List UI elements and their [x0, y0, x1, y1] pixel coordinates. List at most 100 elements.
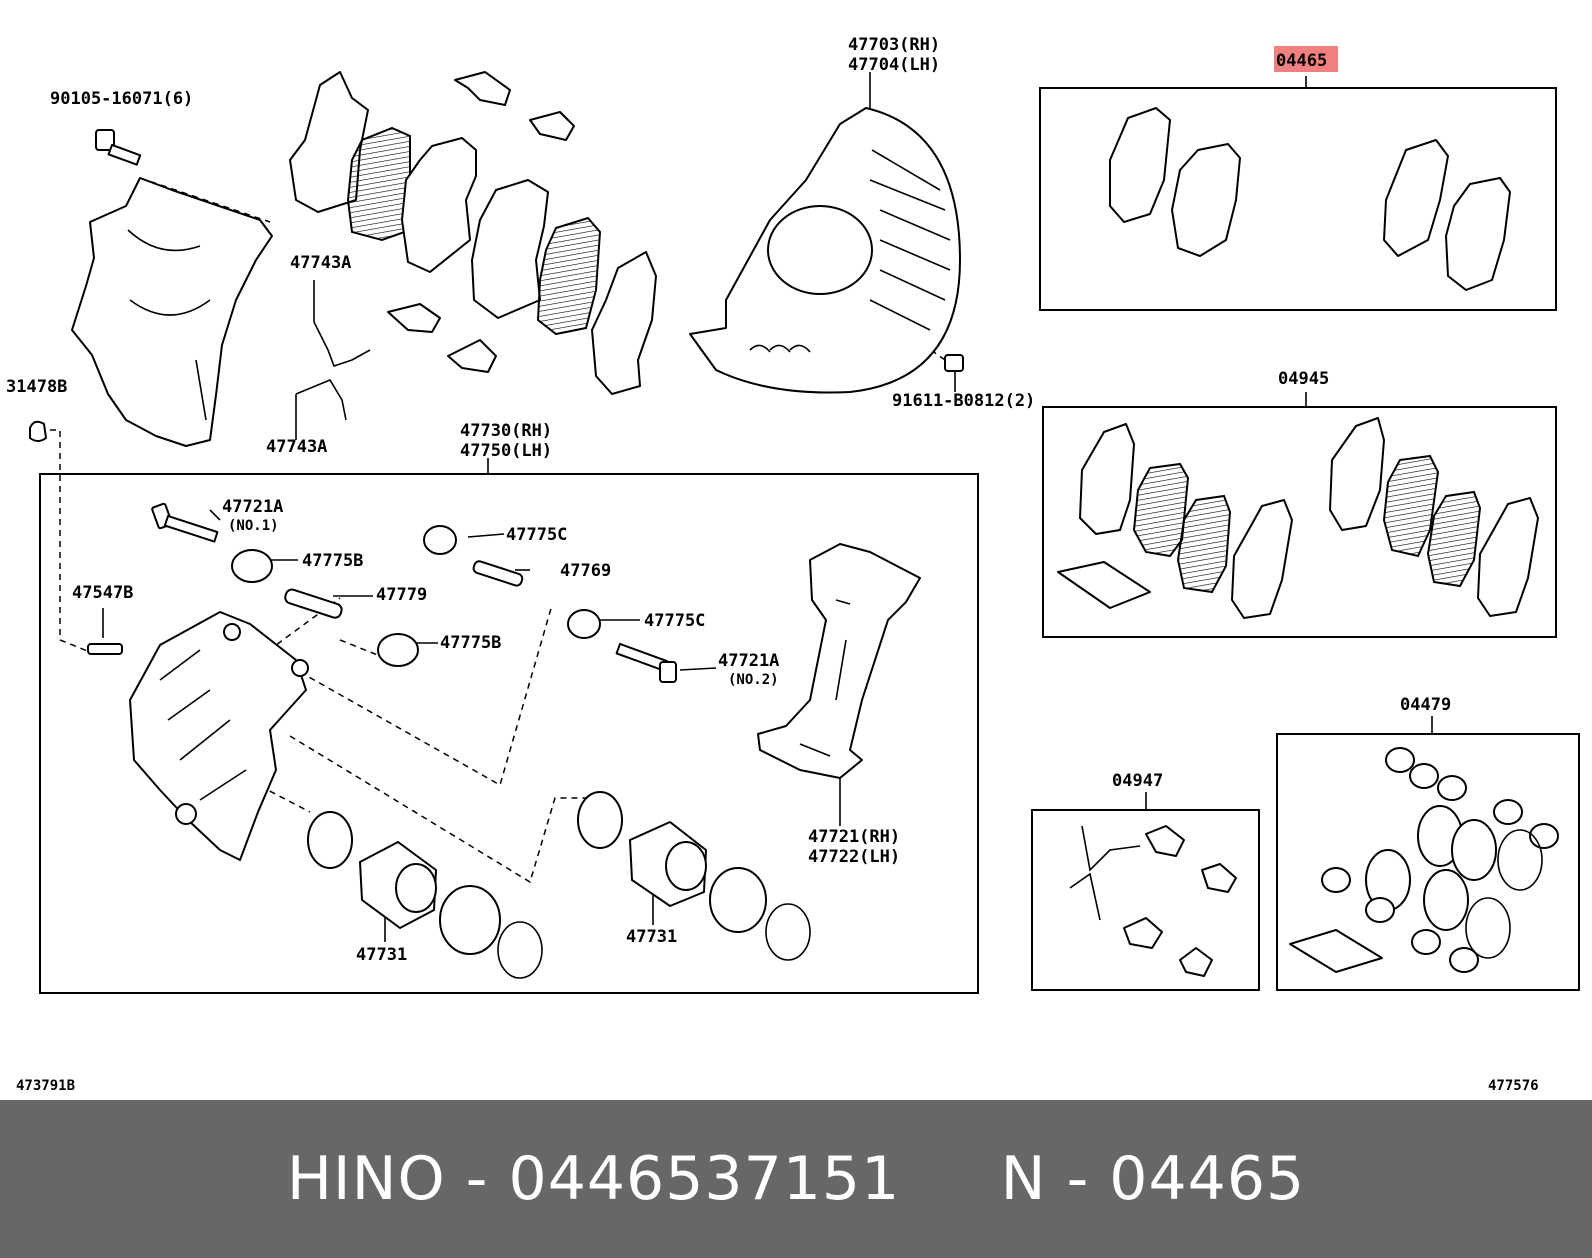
label-47775b-1[interactable]: 47775B: [302, 551, 363, 571]
kit-support-plate: [1145, 825, 1185, 857]
label-no1: (NO.1): [228, 518, 279, 534]
kit-boot: [1365, 897, 1395, 923]
label-47769[interactable]: 47769: [560, 561, 611, 581]
label-90105-16071[interactable]: 90105-16071(6): [50, 89, 193, 109]
kit-grease-packet: [1289, 929, 1383, 973]
label-47730-rh[interactable]: 47730(RH): [460, 421, 552, 441]
boot-47775c: [567, 609, 601, 639]
bolt-90105: [95, 129, 142, 166]
boot-47775b: [377, 633, 419, 667]
label-47779[interactable]: 47779: [376, 585, 427, 605]
kit-pad-hatched: [1382, 454, 1440, 558]
label-47731-1[interactable]: 47731: [356, 945, 407, 965]
parts-diagram: 90105-16071(6) 47703(RH) 47704(LH) 04465…: [6, 35, 1580, 1094]
kit-boot: [1321, 867, 1351, 893]
kit-boot: [1493, 799, 1523, 825]
dust-boot: [709, 867, 767, 933]
kit-04465-frame: [1039, 87, 1557, 311]
kit-seal: [1423, 869, 1469, 931]
label-47775c-1[interactable]: 47775C: [506, 525, 567, 545]
label-04945[interactable]: 04945: [1278, 369, 1329, 389]
caliper-assembly-frame: [39, 473, 979, 994]
label-47731-2[interactable]: 47731: [626, 927, 677, 947]
kit-pad: [1383, 139, 1449, 257]
piston-47731: [359, 841, 437, 929]
footer-bar: HINO - 0446537151 N - 04465: [0, 1100, 1592, 1258]
kit-ring: [1497, 829, 1543, 891]
pad-support-plate: [454, 71, 511, 106]
boot-47775c: [423, 525, 457, 555]
kit-support-plate: [1179, 947, 1213, 977]
label-47722-lh[interactable]: 47722(LH): [808, 847, 900, 867]
kit-wear-clip: [1069, 872, 1101, 921]
kit-pad-hatched: [1132, 462, 1190, 558]
kit-04947-frame: [1031, 809, 1260, 991]
pad-hatched: [536, 216, 602, 336]
pad-support-plate: [447, 339, 497, 373]
label-04947[interactable]: 04947: [1112, 771, 1163, 791]
boot-47775b: [231, 549, 273, 583]
pin-bolt-no1-shaft: [163, 515, 219, 543]
set-ring: [765, 903, 811, 961]
pin-47779: [284, 588, 343, 619]
label-47775b-2[interactable]: 47775B: [440, 633, 501, 653]
label-47743a-upper[interactable]: 47743A: [290, 253, 351, 273]
set-ring: [497, 921, 543, 979]
label-31478b[interactable]: 31478B: [6, 377, 67, 397]
caliper-body: [129, 611, 309, 861]
label-47704-lh[interactable]: 47704(LH): [848, 55, 940, 75]
label-47703-rh[interactable]: 47703(RH): [848, 35, 940, 55]
kit-pad: [1445, 177, 1511, 291]
kit-pad: [1171, 143, 1241, 257]
label-47743a-lower[interactable]: 47743A: [266, 437, 327, 457]
label-91611-b0812[interactable]: 91611-B0812(2): [892, 391, 1035, 411]
kit-support-plate: [1123, 917, 1163, 949]
kit-04479-frame: [1276, 733, 1580, 991]
pad-support-plate: [529, 111, 575, 141]
label-04479[interactable]: 04479: [1400, 695, 1451, 715]
wear-clip: [295, 378, 347, 421]
kit-support-plate: [1201, 863, 1237, 893]
pin-bolt-no2: [659, 661, 677, 683]
pad-hatched: [346, 126, 411, 242]
ref-number-left: 473791B: [16, 1078, 75, 1094]
label-47721-rh[interactable]: 47721(RH): [808, 827, 900, 847]
anti-squeal-shim: [591, 251, 657, 395]
label-47750-lh[interactable]: 47750(LH): [460, 441, 552, 461]
label-47721a-no1[interactable]: 47721A: [222, 497, 283, 517]
kit-boot: [1437, 775, 1467, 801]
kit-ring: [1465, 897, 1511, 959]
kit-pad-hatched: [1426, 490, 1482, 588]
ref-number-right: 477576: [1488, 1078, 1539, 1094]
kit-shim: [1079, 423, 1135, 535]
kit-boot: [1411, 929, 1441, 955]
bleeder-cap-31478b: [29, 420, 47, 442]
highlight-04465: [1274, 46, 1338, 72]
brake-pad: [401, 137, 477, 273]
kit-boot: [1385, 747, 1415, 773]
dust-shield: [689, 107, 961, 394]
label-04465[interactable]: 04465: [1276, 51, 1327, 71]
label-47775c-2[interactable]: 47775C: [644, 611, 705, 631]
kit-shim: [1329, 417, 1385, 531]
pin-47769: [472, 560, 524, 587]
steering-knuckle: [71, 177, 273, 447]
piston-47731: [629, 821, 707, 907]
kit-pad: [1109, 107, 1171, 223]
label-no2: (NO.2): [728, 672, 779, 688]
label-47547b[interactable]: 47547B: [72, 583, 133, 603]
bolt-91611: [944, 354, 964, 372]
kit-wear-clip: [1081, 825, 1141, 872]
wear-clip: [313, 321, 371, 368]
pad-support-plate: [387, 303, 441, 333]
piston-seal: [577, 791, 623, 849]
footer-part-number: HINO - 0446537151 N - 04465: [286, 1144, 1306, 1214]
kit-pad-hatched: [1176, 494, 1232, 594]
caliper-mounting-bracket: [757, 543, 921, 779]
kit-shim: [1231, 499, 1293, 619]
kit-shim: [1477, 497, 1539, 617]
bleeder-plug: [87, 643, 123, 655]
label-47721a-no2[interactable]: 47721A: [718, 651, 779, 671]
kit-boot: [1409, 763, 1439, 789]
piston-seal: [307, 811, 353, 869]
